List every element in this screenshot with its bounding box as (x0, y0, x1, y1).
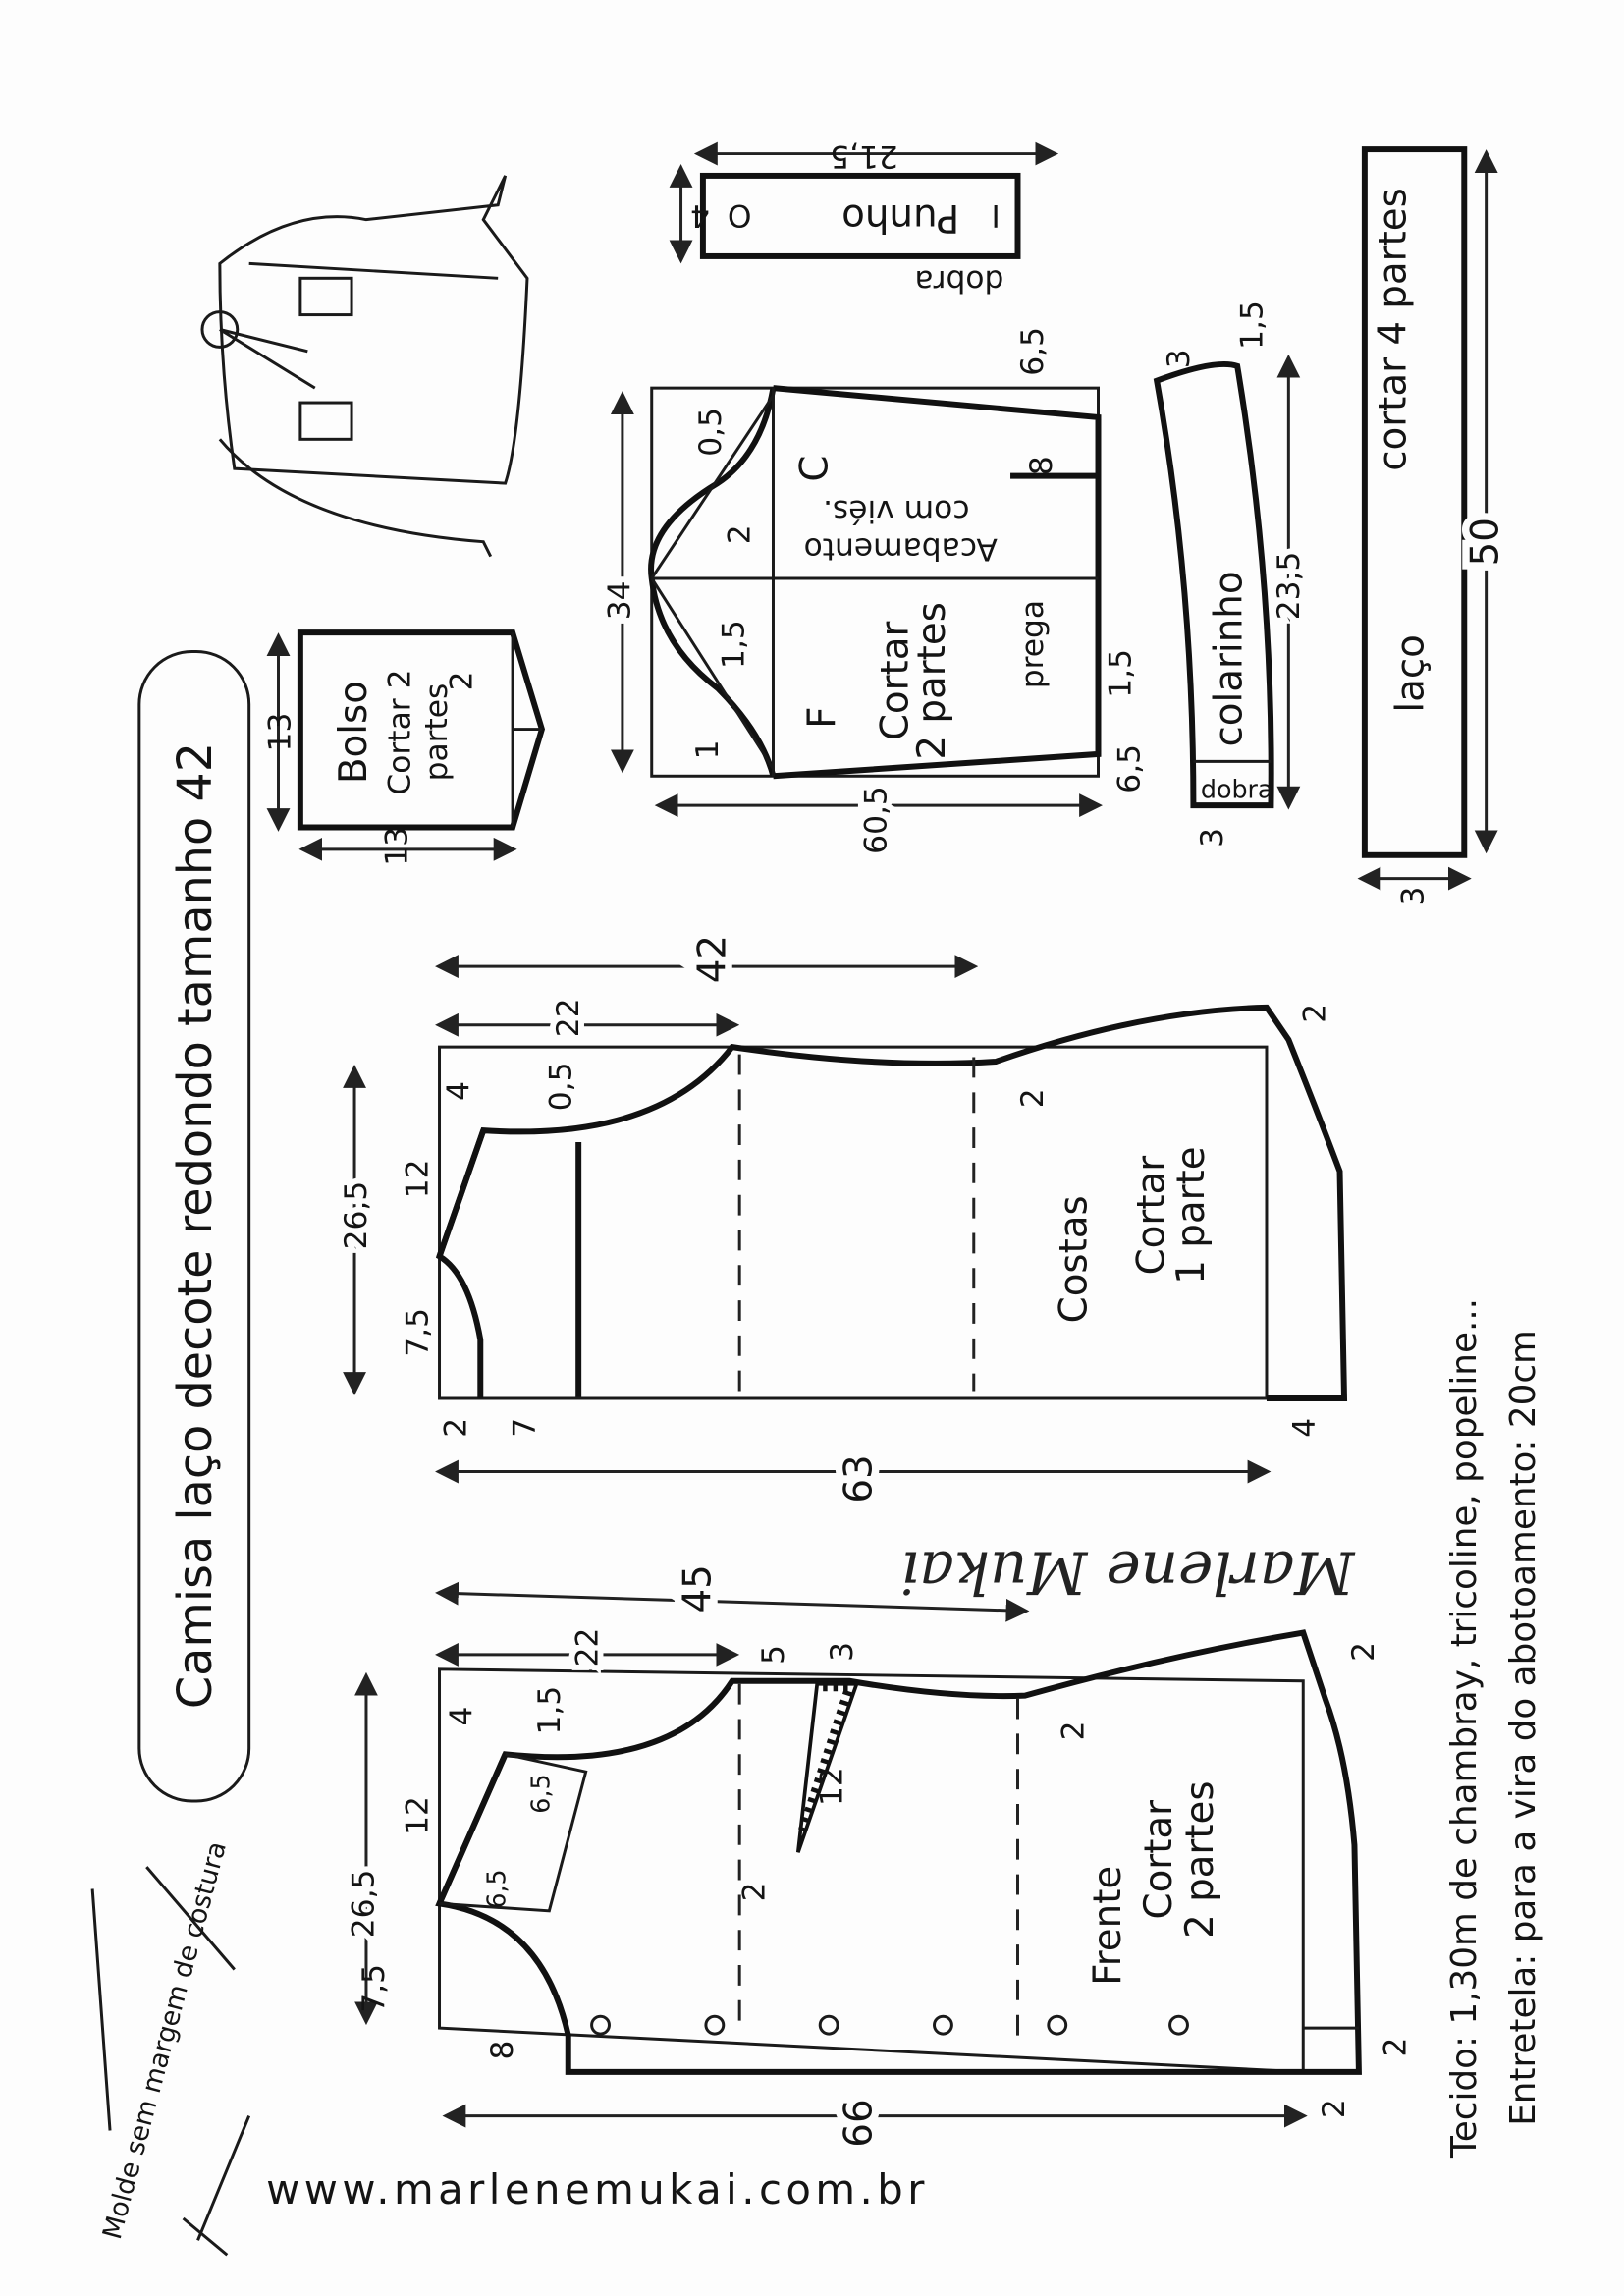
front-dim-dart-length: 12 (815, 1767, 850, 1806)
cuff-dim-width: 4 (690, 197, 710, 233)
pocket-piece: 13 Bolso Cortar 2 partes 2 13 (262, 629, 546, 866)
front-dim-neck-drop: 4 (444, 1707, 479, 1726)
bow-dim-length: 50 (1464, 518, 1508, 566)
back-dim-neck-width: 22 (551, 998, 586, 1037)
sleeve-front-mark: F (800, 706, 844, 728)
sleeve-dim-back-curve: 0,5 (693, 408, 729, 457)
sleeve-dim-front-depth: 1,5 (717, 620, 752, 669)
bow-cut: cortar 4 partes (1372, 188, 1416, 471)
sleeve-dim-cap: 34 (602, 580, 637, 620)
button-marker (704, 2014, 726, 2036)
cuff-dim-length: 21,5 (830, 138, 898, 174)
back-cut-parts: 1 parte (1169, 1146, 1214, 1284)
button-marker (1168, 2014, 1189, 2036)
cuff-fold: dobra (914, 263, 1003, 299)
back-dim-length: 63 (837, 1454, 881, 1503)
cuff-name: Punho (841, 195, 959, 240)
back-dim-pleat: 7 (507, 1418, 542, 1438)
back-dim-sleeve-drop: 7,5 (401, 1308, 436, 1357)
collar-name: colarinho (1208, 571, 1252, 746)
button-marker (1047, 2014, 1068, 2036)
sleeve-piece: 34 0,5 2 1,5 1 C Acabamento com viés. 8 … (596, 327, 1147, 860)
front-dim-length: 66 (837, 2099, 881, 2147)
page-title: Camisa laço decote redondo tamanho 42 (169, 742, 223, 1709)
back-cut: Cortar (1130, 1156, 1174, 1276)
back-dim-shoulder: 12 (401, 1159, 436, 1198)
website-link[interactable]: www.marlenemukai.com.br (266, 2165, 929, 2214)
collar-dim-top: 3 (1162, 349, 1197, 368)
pocket-dim-point: 2 (444, 671, 479, 690)
bow-piece: cortar 4 partes laço 50 3 (1357, 146, 1515, 906)
back-name: Costas (1053, 1195, 1097, 1323)
cuff-mark-i: I (992, 197, 1001, 233)
front-dim-yoke-b: 6,5 (482, 1869, 512, 1908)
back-dim-hem: 4 (1287, 1418, 1323, 1438)
sleeve-finish-2: com viés. (823, 493, 970, 528)
bow-dim-width: 3 (1396, 887, 1432, 906)
bow-name: laço (1389, 634, 1434, 713)
front-dim-shoulder: 12 (401, 1796, 436, 1835)
button-marker (818, 2014, 839, 2036)
back-dim-neck-curve: 0,5 (544, 1062, 579, 1111)
front-piece: 45 22 5 3 26,5 4 1,5 12 6,5 6,5 7,5 8 12… (340, 1558, 1414, 2155)
front-dim-hem-bottom: 2 (1317, 2099, 1352, 2118)
sleeve-dim-length: 60,5 (858, 786, 893, 854)
pocket-cut-parts: partes (419, 683, 455, 782)
front-dim-hem-rise: 2 (1346, 1642, 1381, 1662)
front-dim-armhole: 26,5 (346, 1870, 381, 1939)
pocket-name: Bolso (332, 681, 376, 784)
front-dim-yoke-a: 6,5 (525, 1774, 555, 1813)
fabric-note: Tecido: 1,30m de chambray, tricoline, po… (1444, 1298, 1485, 2159)
buttons (590, 2014, 1189, 2036)
back-dim-hem-rise: 2 (1298, 1004, 1333, 1023)
interfacing-note: Entretela: para a vira do abotoamento: 2… (1503, 1330, 1543, 2126)
back-piece: 42 22 0,5 4 26,5 12 7,5 2 7 63 2 2 4 Cos… (333, 928, 1348, 1510)
cuff-mark-o: O (728, 197, 752, 233)
pocket-dim-width: 13 (380, 827, 415, 866)
front-cut: Cortar (1137, 1800, 1181, 1920)
sleeve-pleat: prega (1015, 600, 1051, 688)
front-dim-neck-curve: 1,5 (532, 1686, 568, 1735)
signature: Marlene Mukai (900, 1538, 1355, 1606)
front-dim-dart-pos: 5 (756, 1645, 791, 1665)
sleeve-dim-slit: 8 (1024, 456, 1059, 475)
sleeve-dim-front-curve: 1 (690, 739, 726, 759)
blouse-sketch (200, 175, 529, 558)
pocket-dim-height: 13 (262, 713, 298, 752)
sleeve-back-mark: C (793, 456, 838, 482)
sleeve-dim-back-depth: 2 (723, 524, 758, 544)
collar-dim-rise: 1,5 (1235, 301, 1271, 350)
front-dim-placket: 8 (485, 2041, 520, 2060)
button-marker (590, 2014, 611, 2036)
back-dim-width: 42 (690, 935, 734, 983)
front-dim-side: 2 (1056, 1721, 1092, 1740)
front-dim-neck-width: 22 (570, 1628, 606, 1667)
back-dim-armhole: 26,5 (339, 1181, 374, 1250)
sleeve-cut-parts: 2 partes (910, 602, 954, 759)
front-cut-parts: 2 partes (1178, 1780, 1222, 1938)
front-dim-dart-offset: 2 (737, 1883, 773, 1902)
sleeve-dim-hem-front: 6,5 (1111, 744, 1147, 793)
pocket-cut: Cortar 2 (383, 670, 418, 795)
front-name: Frente (1086, 1866, 1130, 1986)
back-dim-neck-drop: 4 (441, 1081, 476, 1101)
collar-piece: 3 1,5 colarinho 23,5 dobra 3 (1153, 301, 1313, 847)
front-dim-width: 45 (676, 1564, 720, 1613)
sleeve-dim-hem-back: 6,5 (1015, 327, 1051, 376)
sleeve-finish: Acabamento (804, 531, 998, 567)
button-marker (933, 2014, 953, 2036)
collar-dim-bottom: 3 (1195, 828, 1230, 847)
sleeve-cut: Cortar (874, 622, 918, 741)
sleeve-dim-pleat: 1,5 (1103, 649, 1138, 698)
collar-fold: dobra (1201, 775, 1273, 804)
front-dim-hem: 2 (1379, 2038, 1414, 2057)
title-bubble: Camisa laço decote redondo tamanho 42 (137, 650, 251, 1803)
collar-dim-length: 23,5 (1272, 552, 1307, 621)
cuff-piece: 21,5 4 Punho O I dobra (669, 138, 1059, 299)
front-dim-dart-width: 3 (825, 1642, 860, 1662)
front-dim-sleeve-drop: 7,5 (356, 1964, 392, 2013)
back-dim-center: 2 (438, 1418, 473, 1438)
back-dim-side: 2 (1015, 1088, 1051, 1108)
